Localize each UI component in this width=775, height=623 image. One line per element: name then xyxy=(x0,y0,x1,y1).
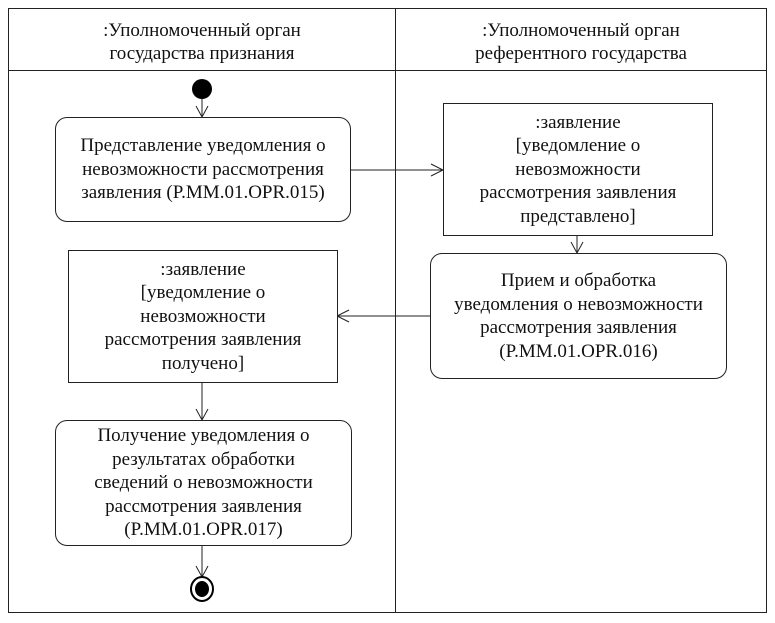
action-node-opr-017[interactable]: Получение уведомления о результатах обра… xyxy=(55,420,352,546)
action-node-opr-016[interactable]: Прием и обработка уведомления о невозмож… xyxy=(430,253,727,379)
object-node-application-submitted[interactable]: :заявление [уведомление о невозможности … xyxy=(443,103,713,236)
lane-title-recognition-state: :Уполномоченный орган государства призна… xyxy=(103,20,301,64)
header-divider xyxy=(8,70,767,71)
diagram-frame xyxy=(8,8,767,613)
lane-title-reference-state: :Уполномоченный орган референтного госуд… xyxy=(475,20,687,64)
final-node-inner-icon xyxy=(195,581,209,597)
action-node-opr-015[interactable]: Представление уведомления о невозможност… xyxy=(55,117,351,222)
initial-node-icon xyxy=(192,79,212,99)
object-node-application-received[interactable]: :заявление [уведомление о невозможности … xyxy=(68,250,338,383)
swimlane-divider xyxy=(395,8,396,613)
